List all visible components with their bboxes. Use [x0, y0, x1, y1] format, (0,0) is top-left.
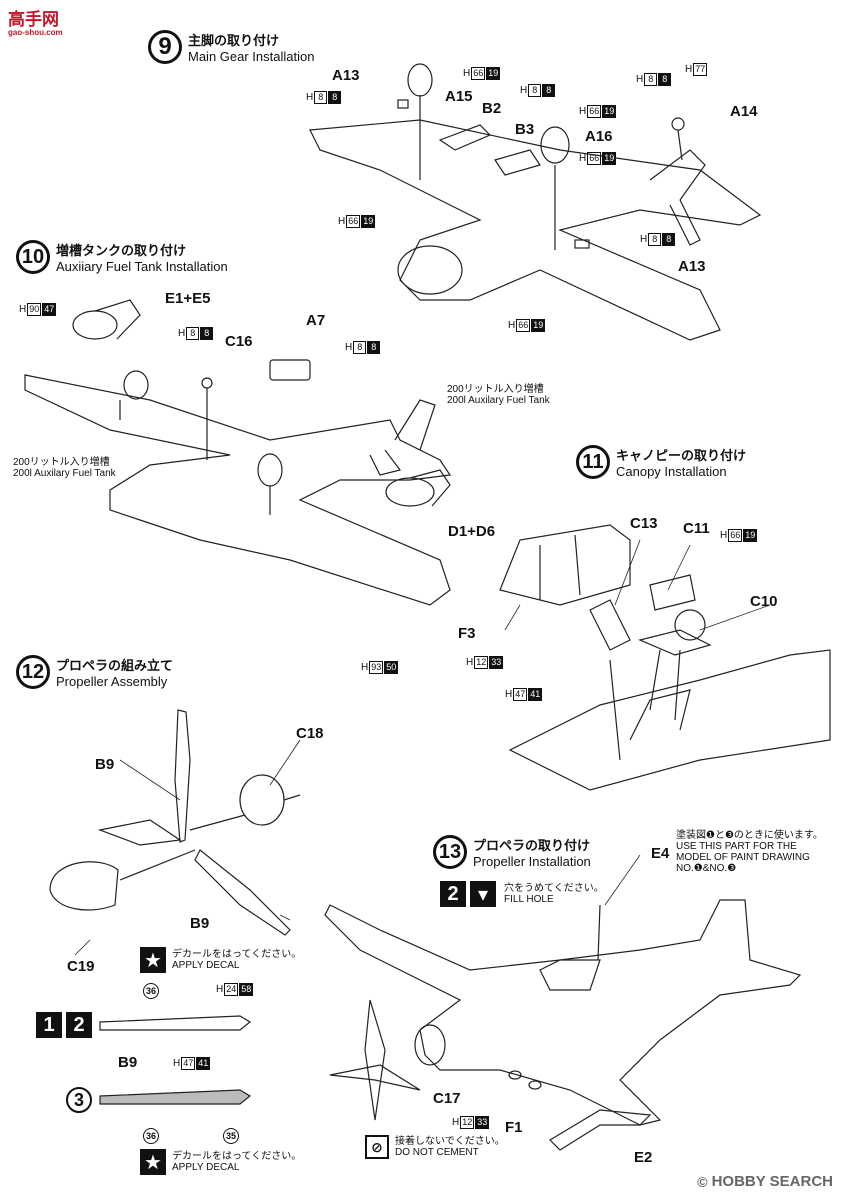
step-number: 11: [576, 445, 610, 479]
step-10-header: 10 増槽タンクの取り付け Auxiiary Fuel Tank Install…: [16, 240, 228, 274]
part-label: A7: [306, 312, 326, 329]
step-number: 12: [16, 655, 50, 689]
part-label: B9: [95, 756, 115, 773]
step-title-en: Main Gear Installation: [188, 49, 315, 64]
no-cement-icon: ⊘: [365, 1135, 389, 1159]
decal-number: 36: [143, 983, 159, 999]
decal-number: 35: [223, 1128, 239, 1144]
part-label: A13: [332, 67, 360, 84]
decal-note-top: ★ デカールをはってください。APPLY DECAL: [140, 947, 301, 973]
part-label: F1: [505, 1119, 523, 1136]
step-11-header: 11 キャノピーの取り付け Canopy Installation: [576, 445, 746, 479]
star-decal-icon: ★: [140, 947, 166, 973]
paint-scheme-1-2: 1 2: [36, 1012, 92, 1038]
fill-hole-icon: ▾: [470, 881, 496, 907]
step-title-jp: 増槽タンクの取り付け: [56, 243, 187, 258]
part-label: C10: [750, 593, 778, 610]
part-label: C13: [630, 515, 658, 532]
decal-note-bottom: ★ デカールをはってください。APPLY DECAL: [140, 1149, 301, 1175]
part-label: E4: [651, 845, 670, 862]
part-label: B9: [118, 1054, 138, 1071]
part-label: A15: [445, 88, 473, 105]
part-label: A14: [730, 103, 758, 120]
part-label: C16: [225, 333, 253, 350]
step-title-jp: プロペラの組み立て: [56, 658, 174, 673]
decal-number: 36: [143, 1128, 159, 1144]
part-label: E2: [634, 1149, 653, 1166]
copyright-icon: ©: [697, 1173, 708, 1190]
step-number: 13: [433, 835, 467, 869]
part-label: B2: [482, 100, 502, 117]
hobby-search-watermark: © HOBBY SEARCH: [697, 1173, 833, 1190]
site-logo[interactable]: 高手网 gao-shou.com: [8, 5, 63, 37]
step-13-header: 13 プロペラの取り付け Propeller Installation: [433, 835, 591, 869]
part-label: F3: [458, 625, 476, 642]
step-title-en: Canopy Installation: [616, 464, 727, 479]
step-number: 10: [16, 240, 50, 274]
do-not-cement-note: ⊘ 接着しないでください。DO NOT CEMENT: [365, 1135, 505, 1159]
part-label: A16: [585, 128, 613, 145]
fill-hole-note: 2 ▾ 穴をうめてください。FILL HOLE: [440, 881, 604, 907]
step-title-en: Propeller Installation: [473, 854, 591, 869]
part-label: C11: [683, 520, 710, 537]
part-label: D1+D6: [448, 523, 496, 540]
part-label: E1+E5: [165, 290, 211, 307]
part-label: B3: [515, 121, 535, 138]
part-label: C19: [67, 958, 95, 975]
part-label: A13: [678, 258, 706, 275]
paint-scheme-icon: 2: [440, 881, 466, 907]
star-decal-icon: ★: [140, 1149, 166, 1175]
paint-scheme-icon: 3: [66, 1087, 92, 1113]
part-label: B9: [190, 915, 210, 932]
step-title-jp: キャノピーの取り付け: [616, 448, 747, 463]
paint-scheme-icon: 1: [36, 1012, 62, 1038]
step-title-jp: 主脚の取り付け: [188, 33, 280, 48]
part-label: C17: [433, 1090, 461, 1107]
logo-subtext: gao-shou.com: [8, 28, 63, 37]
part-label: C18: [296, 725, 324, 742]
step-title-jp: プロペラの取り付け: [473, 838, 591, 853]
step-number: 9: [148, 30, 182, 64]
step-title-en: Auxiiary Fuel Tank Installation: [56, 259, 228, 274]
step-title-en: Propeller Assembly: [56, 674, 168, 689]
step-9-header: 9 主脚の取り付け Main Gear Installation: [148, 30, 314, 64]
paint-scheme-icon: 2: [66, 1012, 92, 1038]
step-12-header: 12 プロペラの組み立て Propeller Assembly: [16, 655, 173, 689]
logo-text: 高手网: [8, 10, 59, 29]
paint-usage-note: 塗装図❶と❸のときに使います。 USE THIS PART FOR THE MO…: [676, 830, 823, 874]
